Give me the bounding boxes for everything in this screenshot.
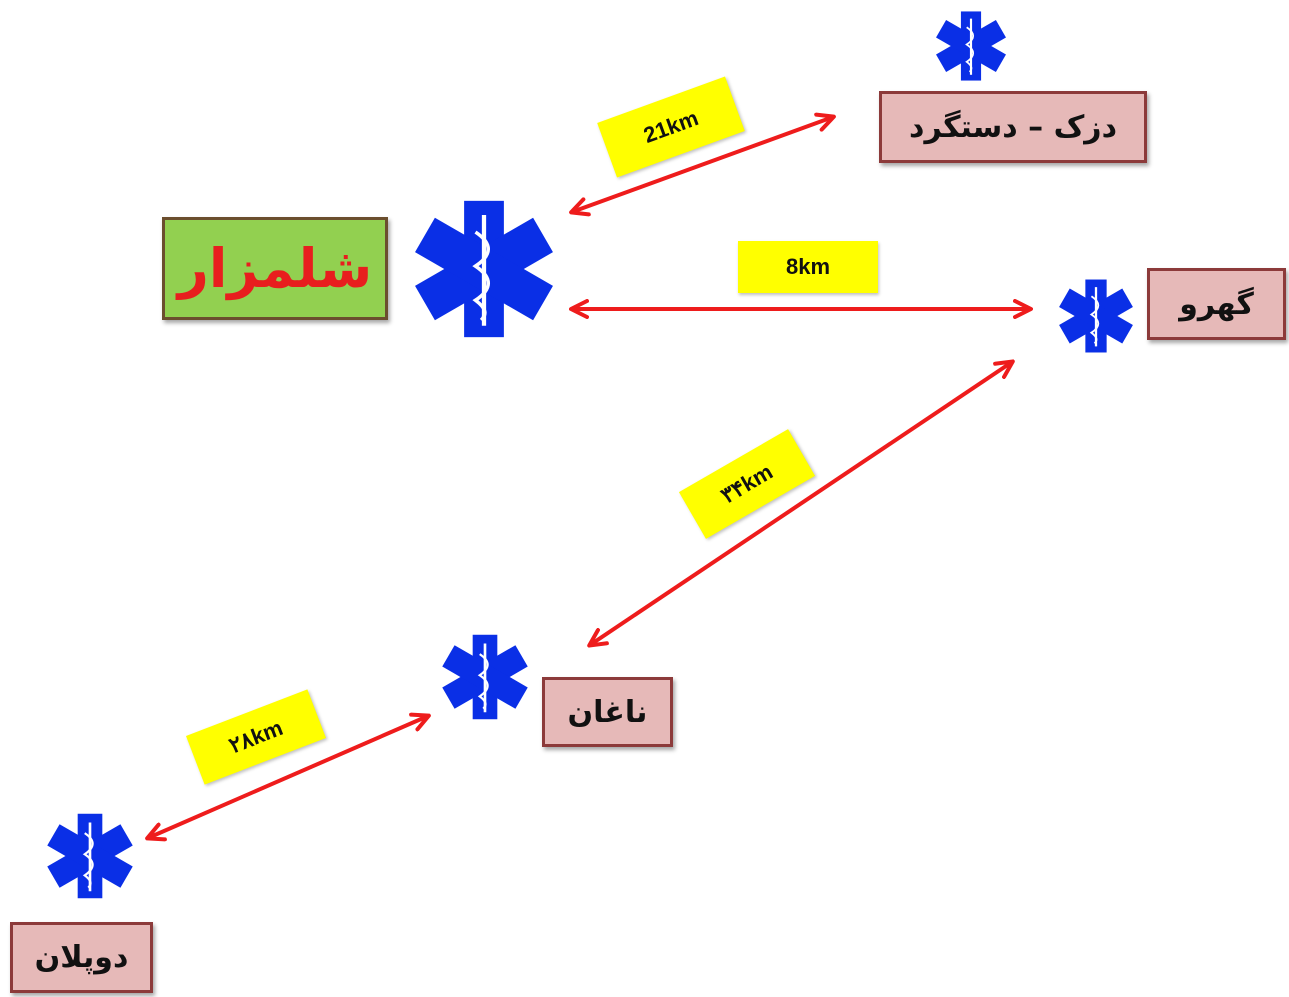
arrow-shelmazar-dezak	[569, 112, 836, 217]
node-label-dezak-dastgerd: دزک – دستگرد	[879, 91, 1147, 163]
star-of-life-icon	[442, 634, 528, 720]
arrow-naghan-dupolan	[145, 712, 431, 842]
distance-label-shelmazar-gahru: 8km	[738, 241, 878, 293]
node-label-gahru: گهرو	[1147, 268, 1286, 340]
node-label-dupolan: دوپلان	[10, 922, 153, 993]
node-label-naghan: ناغان	[542, 677, 673, 747]
star-of-life-icon	[415, 200, 553, 338]
star-of-life-icon	[1059, 279, 1133, 353]
star-of-life-icon	[47, 813, 133, 899]
arrow-gahru-naghan	[587, 359, 1015, 648]
node-label-shelmazar: شلمزار	[162, 217, 388, 320]
star-of-life-icon	[936, 11, 1006, 81]
